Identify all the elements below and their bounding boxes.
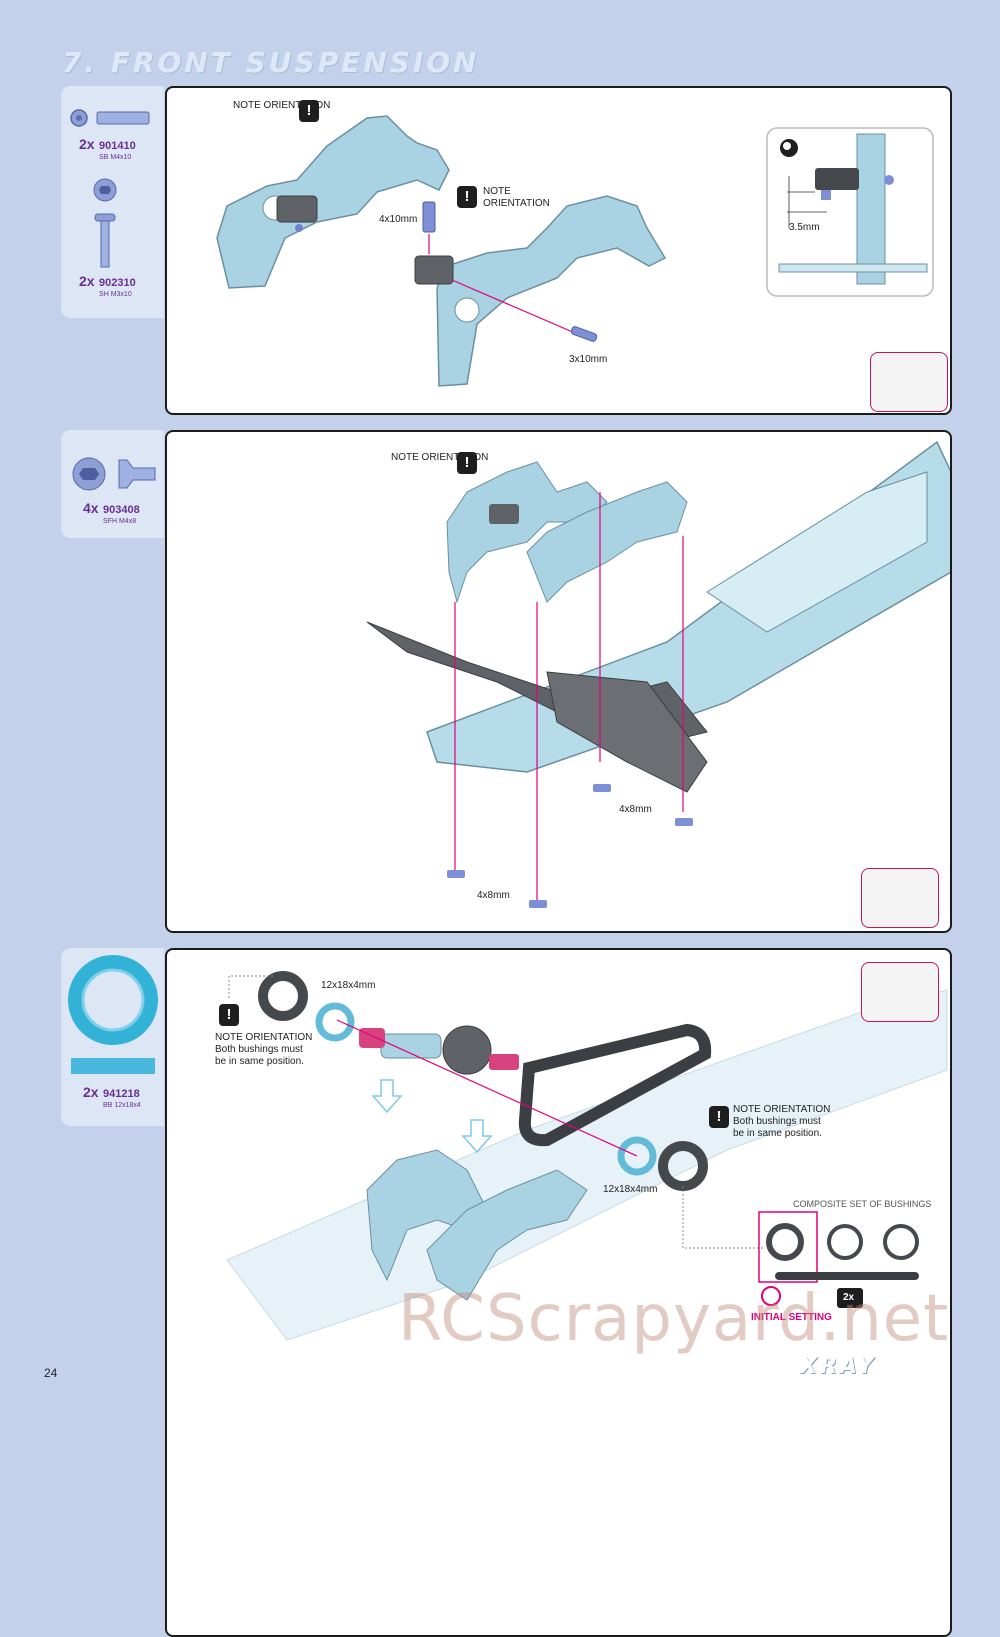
chassis-thumbnail-icon (861, 868, 939, 928)
note-orientation-2: NOTE ORIENTATION (483, 186, 550, 209)
note-text: Both bushings must be in same position. (215, 1044, 304, 1067)
part-code: 901410 (99, 140, 136, 152)
label-screw: 3x10mm (569, 354, 608, 365)
part-qty: 4x (83, 500, 99, 516)
step2-panel: NOTE ORIENTATION ! 4x8mm 4x8mm (165, 430, 952, 933)
part-desc: SH M3x10 (99, 291, 132, 298)
step3-illustration (226, 971, 948, 1341)
chassis-thumbnail-icon (861, 962, 939, 1022)
initial-setting-label: INITIAL SETTING (751, 1312, 832, 1323)
parts-illustrations (72, 457, 156, 491)
part-903408: 4x 903408 SFH M4x8 (83, 500, 140, 526)
label-screws-left: 4x8mm (477, 890, 510, 901)
part-code: 903408 (103, 504, 140, 516)
label-screws-right: 4x8mm (619, 804, 652, 815)
parts-box-step1: 2x 901410 SB M4x10 2x 902310 SH M3x10 (61, 86, 164, 318)
note-title: NOTE ORIENTATION (733, 1104, 831, 1115)
section-title: 7. FRONT SUSPENSION (62, 46, 480, 79)
parts-illustrations (68, 955, 158, 1074)
label-spacer: 4x10mm (379, 214, 418, 225)
part-902310: 2x 902310 SH M3x10 (79, 273, 136, 299)
exclamation-icon: ! (219, 1004, 239, 1026)
watermark: RCScrapyard.net (398, 1282, 950, 1356)
detail-label: 3.5mm (789, 222, 820, 233)
step2-illustration (366, 440, 950, 908)
part-code: 941218 (103, 1088, 140, 1100)
exclamation-icon: ! (457, 186, 477, 208)
part-qty: 2x (79, 136, 95, 152)
part-desc: SB M4x10 (99, 154, 132, 161)
part-desc: BB 12x18x4 (103, 1102, 141, 1109)
part-code: 902310 (99, 277, 136, 289)
part-desc: SFH M4x8 (103, 518, 137, 525)
note-orientation-right: NOTE ORIENTATION Both bushings must be i… (733, 1104, 833, 1140)
note-title: NOTE ORIENTATION (215, 1032, 313, 1043)
brand-logo: XRAY (800, 1354, 877, 1379)
bearing-label-right: 12x18x4mm (603, 1184, 658, 1195)
parts-box-step2: 4x 903408 SFH M4x8 (61, 430, 164, 538)
part-941218: 2x 941218 BB 12x18x4 (83, 1084, 141, 1110)
parts-illustrations (70, 109, 150, 268)
exclamation-icon: ! (299, 100, 319, 122)
step1-illustration (216, 115, 934, 387)
part-qty: 2x (79, 273, 95, 289)
part-901410: 2x 901410 SB M4x10 (79, 136, 136, 162)
page-number: 24 (44, 1366, 58, 1380)
multiplier-badge: 2x (843, 1292, 855, 1303)
note-orientation: NOTE ORIENTATION (391, 452, 489, 463)
part-qty: 2x (83, 1084, 99, 1100)
exclamation-icon: ! (709, 1106, 729, 1128)
parts-box-step3: 2x 941218 BB 12x18x4 (61, 948, 164, 1126)
composite-title: COMPOSITE SET OF BUSHINGS (793, 1199, 932, 1209)
bearing-label-left: 12x18x4mm (321, 980, 376, 991)
note-orientation-left: NOTE ORIENTATION Both bushings must be i… (215, 1032, 315, 1068)
chassis-thumbnail-icon (870, 352, 948, 412)
exclamation-icon: ! (457, 452, 477, 474)
step1-panel: NOTE ORIENTATION ! ! NOTE ORIENTATION 4x… (165, 86, 952, 415)
note-orientation-1: NOTE ORIENTATION (233, 100, 331, 111)
note-text: Both bushings must be in same position. (733, 1116, 822, 1139)
